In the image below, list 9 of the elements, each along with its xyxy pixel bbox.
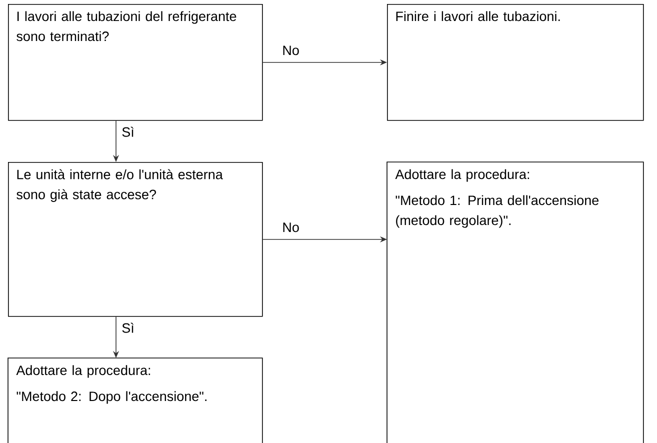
process-box: Finire i lavori alle tubazioni. — [387, 4, 644, 121]
process-box: Adottare la procedura: "Metodo 2: Dopo l'accensione". — [8, 358, 263, 443]
edge-label: Sì — [120, 126, 136, 138]
edge-label: No — [281, 44, 300, 56]
process-box: Adottare la procedura: "Metodo 1: Prima dell'accensione (metodo regolare)". — [386, 162, 644, 443]
process-box: Le unità interne e/o l'unità esterna sono già state accese? — [8, 162, 263, 317]
edge-label: No — [281, 222, 300, 234]
process-box: I lavori alle tubazioni del refrigerante sono terminati? — [8, 4, 263, 121]
edge-label: Sì — [120, 322, 136, 334]
